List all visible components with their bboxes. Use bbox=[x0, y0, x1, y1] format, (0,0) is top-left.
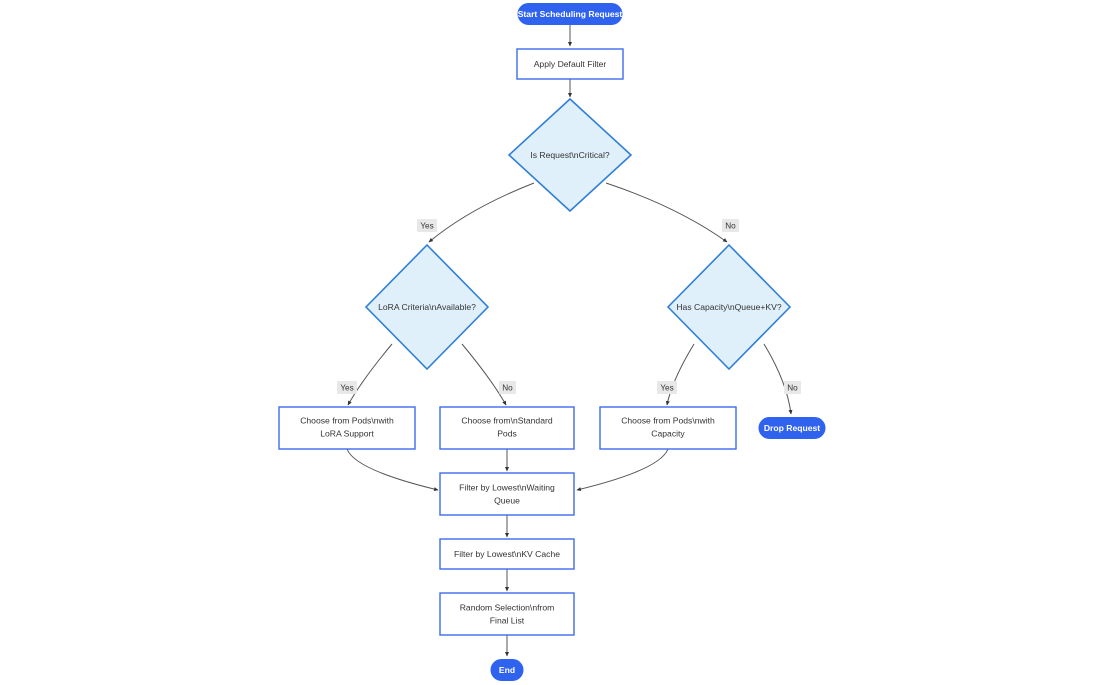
node-filter-by-lowest-kv-cache[interactable]: Filter by Lowest\nKV Cache bbox=[439, 538, 575, 570]
node-label: Filter by Lowest\nKV Cache bbox=[454, 549, 560, 559]
node-label-line2: Capacity bbox=[651, 428, 685, 438]
node-label: Drop Request bbox=[764, 423, 820, 433]
edge-cappods-to-waitqueue bbox=[576, 448, 669, 492]
node-end[interactable]: End bbox=[490, 659, 524, 681]
edge-lora-to-stdpods bbox=[461, 343, 507, 406]
node-has-capacity-queue-kv[interactable]: Has Capacity\nQueue+KV? bbox=[666, 243, 792, 371]
edge-label-text: No bbox=[787, 384, 798, 393]
edge-label-lora-yes: Yes bbox=[337, 381, 357, 394]
node-label-line1: Choose from\nStandard bbox=[461, 415, 552, 425]
node-label-line1: Choose from Pods\nwith bbox=[300, 415, 394, 425]
node-label-line2: Pods bbox=[497, 428, 517, 438]
node-choose-from-pods-with-lora-support[interactable]: Choose from Pods\nwith LoRA Support bbox=[278, 406, 416, 450]
edge-label-text: No bbox=[725, 222, 736, 231]
edge-critical-to-capacity bbox=[605, 182, 728, 243]
node-apply-default-filter[interactable]: Apply Default Filter bbox=[516, 48, 624, 80]
edge-critical-to-lora bbox=[428, 182, 535, 243]
node-label-line1: Random Selection\nfrom bbox=[460, 602, 555, 612]
node-random-selection-from-final-list[interactable]: Random Selection\nfrom Final List bbox=[439, 592, 575, 636]
edge-lorapods-to-waitqueue bbox=[346, 448, 439, 492]
node-label-line2: Queue bbox=[494, 495, 520, 505]
node-lora-criteria-available[interactable]: LoRA Criteria\nAvailable? bbox=[364, 243, 490, 371]
edge-label-layer: Yes No Yes No Yes No bbox=[337, 219, 801, 394]
node-layer: Start Scheduling Request Apply Default F… bbox=[278, 3, 826, 681]
edge-label-text: No bbox=[502, 384, 513, 393]
edge-label-capacity-yes: Yes bbox=[657, 381, 677, 394]
edge-capacity-to-drop bbox=[763, 343, 793, 415]
edge-label-text: Yes bbox=[340, 384, 353, 393]
node-choose-from-pods-with-capacity[interactable]: Choose from Pods\nwith Capacity bbox=[599, 406, 737, 450]
node-drop-request[interactable]: Drop Request bbox=[758, 417, 826, 439]
edge-label-capacity-no: No bbox=[784, 381, 801, 394]
node-is-request-critical[interactable]: Is Request\nCritical? bbox=[507, 97, 633, 213]
edge-lora-to-lorapods bbox=[347, 343, 393, 406]
node-label-line2: Final List bbox=[490, 615, 525, 625]
node-label-line1: Filter by Lowest\nWaiting bbox=[459, 482, 555, 492]
edge-label-critical-yes: Yes bbox=[417, 219, 437, 232]
edge-capacity-to-cappods bbox=[665, 343, 695, 406]
edge-label-critical-no: No bbox=[722, 219, 739, 232]
node-label: End bbox=[499, 665, 515, 675]
node-label: Apply Default Filter bbox=[534, 59, 607, 69]
edge-label-text: Yes bbox=[660, 384, 673, 393]
node-start-scheduling-request[interactable]: Start Scheduling Request bbox=[517, 3, 623, 25]
edge-label-lora-no: No bbox=[499, 381, 516, 394]
edge-label-text: Yes bbox=[420, 222, 433, 231]
node-filter-by-lowest-waiting-queue[interactable]: Filter by Lowest\nWaiting Queue bbox=[439, 472, 575, 516]
node-label: LoRA Criteria\nAvailable? bbox=[378, 302, 476, 312]
node-label-line1: Choose from Pods\nwith bbox=[621, 415, 715, 425]
edge-layer bbox=[346, 25, 793, 657]
node-label-line2: LoRA Support bbox=[320, 428, 374, 438]
node-label: Is Request\nCritical? bbox=[530, 150, 610, 160]
node-label: Start Scheduling Request bbox=[518, 9, 623, 19]
node-label: Has Capacity\nQueue+KV? bbox=[676, 302, 782, 312]
node-choose-from-standard-pods[interactable]: Choose from\nStandard Pods bbox=[439, 406, 575, 450]
